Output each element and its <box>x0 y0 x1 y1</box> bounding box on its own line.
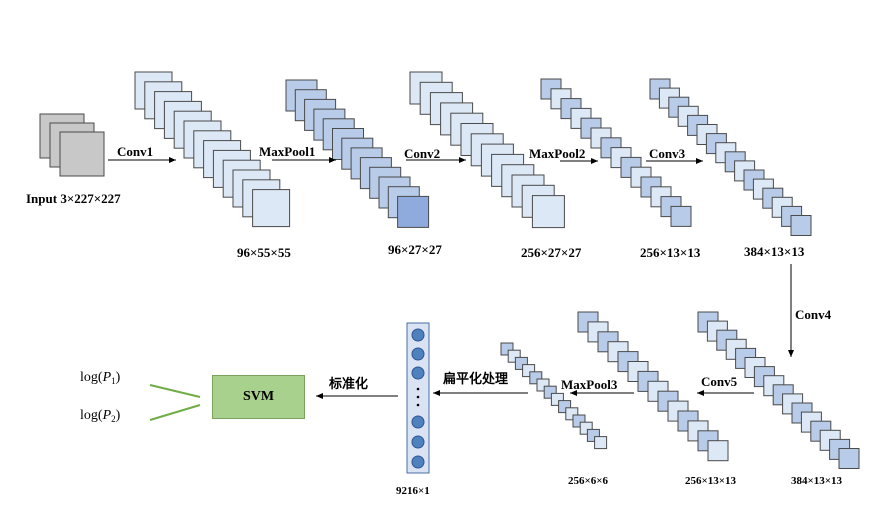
neuron <box>411 435 425 449</box>
ellipsis-dot <box>416 403 420 407</box>
neuron <box>411 366 425 380</box>
flatten-output-dims: 9216×1 <box>396 485 430 497</box>
feature-map-slice <box>707 440 729 462</box>
conv1-feature-map <box>134 71 291 228</box>
ellipsis-dot <box>416 395 420 399</box>
feature-map-slice <box>670 205 692 227</box>
feature-map-slice <box>59 131 105 177</box>
svm-classifier-box: SVM <box>212 375 305 419</box>
output-log-p1: log(P1) <box>80 370 121 386</box>
neuron <box>411 347 425 361</box>
neuron <box>411 415 425 429</box>
conv1-output-dims: 96×55×55 <box>237 245 291 260</box>
pool1-output-dims: 96×27×27 <box>388 242 442 257</box>
feature-map-slice <box>531 195 565 229</box>
pool3-feature-map <box>500 342 608 450</box>
feature-map-slice <box>594 436 608 450</box>
conv2-label: Conv2 <box>404 146 441 161</box>
flatten-label: 扁平化处理 <box>443 372 509 387</box>
conv4-feature-map <box>697 311 860 469</box>
maxpool1-label: MaxPool1 <box>259 144 316 159</box>
conv4-output-dims: 384×13×13 <box>791 475 843 487</box>
feature-map-slice <box>397 195 430 228</box>
conv5-feature-map <box>577 311 729 462</box>
conv1-label: Conv1 <box>117 144 154 159</box>
pool3-output-dims: 256×6×6 <box>568 475 609 487</box>
normalize-label: 标准化 <box>329 377 369 392</box>
feature-map-slice <box>252 189 291 228</box>
maxpool2-label: MaxPool2 <box>529 146 586 161</box>
output-line-p1 <box>149 384 201 398</box>
input-feature-map <box>39 113 105 177</box>
output-line-p2 <box>149 404 201 421</box>
conv5-label: Conv5 <box>701 374 738 389</box>
maxpool3-label: MaxPool3 <box>561 377 618 392</box>
output-log-p2: log(P2) <box>80 408 121 424</box>
flatten-vector <box>406 322 430 474</box>
ellipsis-dot <box>416 387 420 391</box>
conv2-feature-map <box>409 71 565 229</box>
pool2-output-dims: 256×13×13 <box>640 245 701 260</box>
feature-map-slice <box>790 215 812 236</box>
conv2-output-dims: 256×27×27 <box>521 245 582 260</box>
conv5-output-dims: 256×13×13 <box>685 475 737 487</box>
neuron <box>411 328 425 342</box>
pool1-feature-map <box>285 79 430 228</box>
conv4-label: Conv4 <box>795 307 832 322</box>
conv3-output-dims: 384×13×13 <box>744 244 805 259</box>
conv3-feature-map <box>649 78 812 236</box>
conv3-label: Conv3 <box>649 146 686 161</box>
feature-map-slice <box>838 448 860 469</box>
svm-label: SVM <box>242 389 275 404</box>
input-label: Input 3×227×227 <box>26 191 121 206</box>
pool2-feature-map <box>540 78 692 227</box>
neuron <box>411 455 425 469</box>
